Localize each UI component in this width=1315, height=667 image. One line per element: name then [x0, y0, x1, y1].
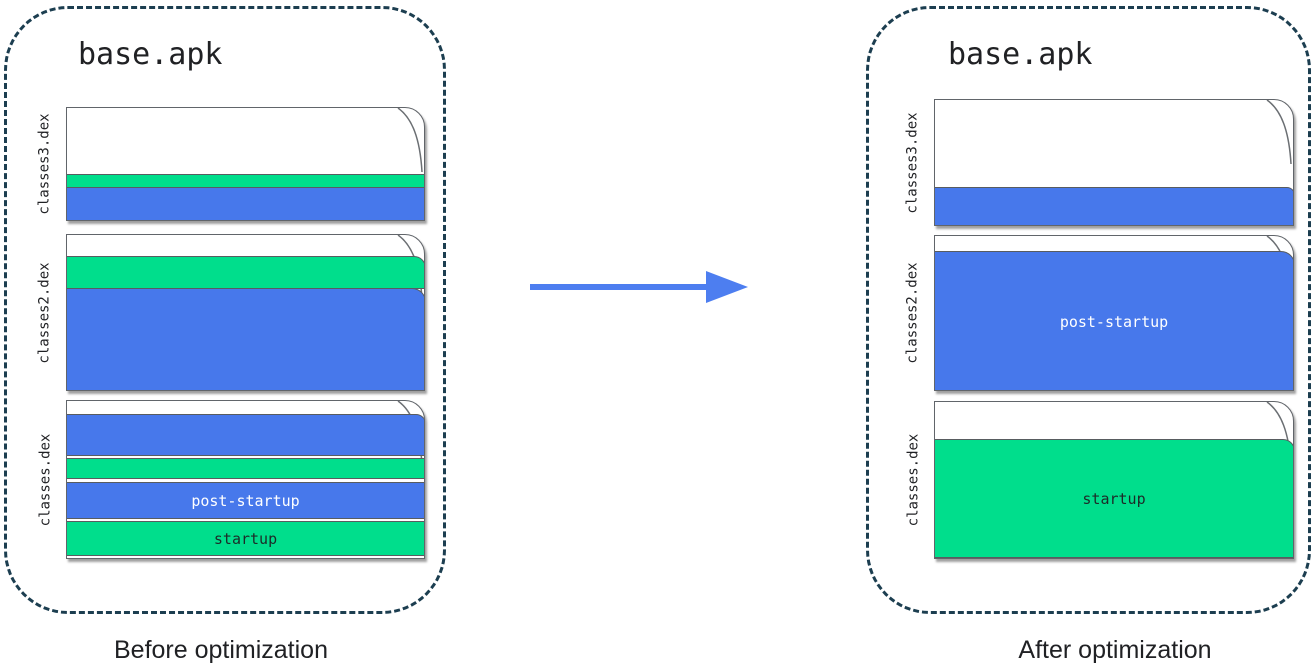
caption-after: After optimization	[1018, 636, 1212, 664]
dex-band-blue	[935, 187, 1293, 225]
apk-title: base.apk	[948, 37, 1093, 72]
dex-file: classes3.dex	[37, 107, 425, 221]
dex-page	[934, 99, 1294, 226]
panel-before-apk: base.apk classes3.dex classes2.dex post-st…	[4, 6, 446, 614]
dex-file-label: classes3.dex	[37, 113, 53, 215]
apk-title: base.apk	[78, 37, 223, 72]
dex-band-green	[67, 256, 424, 289]
dex-file-label: classes.dex	[37, 433, 53, 526]
dex-file: classes3.dex	[905, 99, 1294, 226]
dex-page: startup	[934, 401, 1294, 559]
dex-page	[66, 234, 425, 391]
dex-band-green	[67, 458, 424, 479]
dex-band-startup: startup	[67, 521, 424, 556]
dex-band-blue	[67, 187, 424, 220]
dex-band-post-startup: post-startup	[67, 482, 424, 519]
dex-file: post-startup classes2.dex	[905, 235, 1294, 391]
dex-file-label: classes3.dex	[905, 111, 921, 214]
right-arrow-icon	[530, 271, 748, 303]
caption-before: Before optimization	[113, 636, 328, 664]
page-curl-icon	[397, 108, 423, 173]
dex-page	[66, 107, 425, 221]
dex-page: post-startup	[934, 235, 1294, 391]
dex-band-post-startup: post-startup	[935, 251, 1293, 390]
page-curl-icon	[1266, 100, 1292, 165]
dex-file: startup classes.dex	[905, 401, 1294, 559]
dex-band-green	[67, 174, 424, 188]
dex-band-blue	[67, 414, 424, 456]
dex-file-label: classes.dex	[905, 433, 921, 527]
dex-file-label: classes2.dex	[37, 261, 53, 364]
dex-band-startup: startup	[935, 439, 1293, 558]
dex-file-label: classes2.dex	[905, 262, 921, 364]
dex-band-blue	[67, 288, 424, 390]
panel-after-apk: base.apk classes3.dex post-startup classes…	[866, 6, 1311, 614]
dex-file: classes2.dex	[37, 234, 425, 391]
